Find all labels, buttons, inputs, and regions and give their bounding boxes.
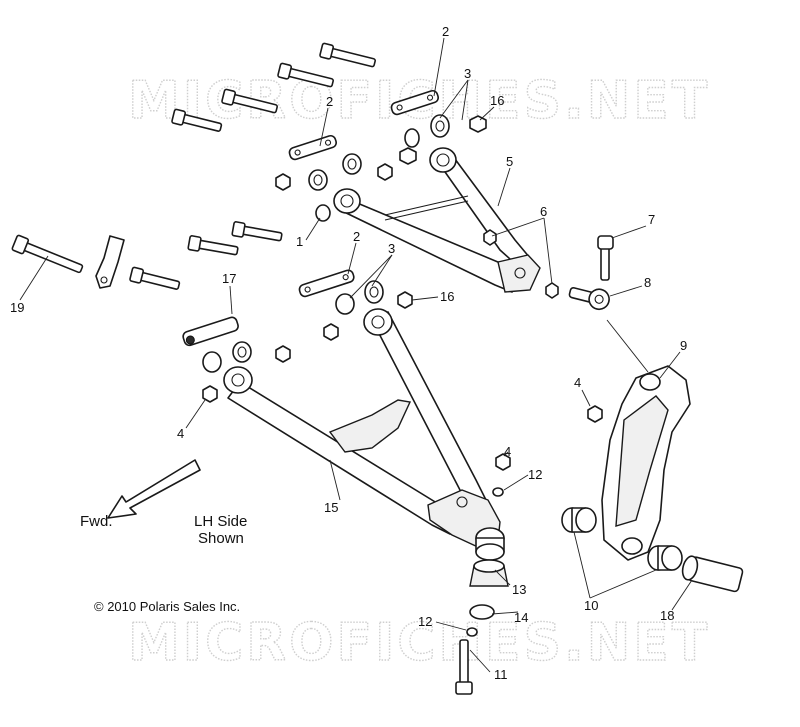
leader-lines [19, 37, 693, 673]
nut-6a [483, 229, 497, 246]
callout-16-lower: 16 [440, 289, 454, 304]
bolt-3 [221, 88, 278, 114]
callout-4-left: 4 [177, 426, 184, 441]
callout-4-knuckle: 4 [574, 375, 581, 390]
tie-rod-end-8 [568, 286, 610, 311]
side-label-line2: Shown [198, 530, 244, 547]
bolt-2 [277, 62, 334, 88]
ring-14 [469, 604, 495, 620]
nut-6b [545, 282, 559, 299]
callout-9: 9 [680, 338, 687, 353]
washer-12a [492, 487, 504, 497]
shim-2-mid [288, 134, 338, 161]
cap-1 [315, 204, 331, 222]
side-label-line1: LH Side [194, 513, 247, 530]
nut-4b [587, 405, 603, 423]
callout-19: 19 [10, 300, 24, 315]
shim-17 [182, 316, 239, 347]
callout-12-upper: 12 [528, 467, 542, 482]
callout-12-lower: 12 [418, 614, 432, 629]
bolt-7 [597, 235, 614, 281]
bolt-11 [455, 639, 473, 695]
shim-2-top [390, 89, 440, 116]
nut-4c [495, 453, 511, 471]
callout-2-top: 2 [442, 24, 449, 39]
shim-2-lower [298, 269, 355, 298]
callout-2-lower: 2 [353, 229, 360, 244]
callout-2-upper: 2 [326, 94, 333, 109]
fwd-label: Fwd. [80, 513, 113, 530]
steering-knuckle-9 [601, 365, 691, 561]
callout-7: 7 [648, 212, 655, 227]
watermark-bottom: MICROFICHES.NET [128, 613, 710, 673]
callout-18: 18 [660, 608, 674, 623]
callout-17: 17 [222, 271, 236, 286]
callout-10: 10 [584, 598, 598, 613]
bushings-lower [202, 280, 413, 403]
callout-numbers: 2 3 16 2 5 6 1 7 2 3 16 8 19 17 9 4 4 4 … [10, 24, 687, 682]
bolt-mid-b [187, 235, 239, 256]
callout-16-top: 16 [490, 93, 504, 108]
sleeve-18 [681, 555, 744, 593]
callout-13: 13 [512, 582, 526, 597]
bolt-19 [11, 234, 84, 274]
callout-14: 14 [514, 610, 528, 625]
bolt-group-upper [171, 42, 376, 132]
callout-3-top: 3 [464, 66, 471, 81]
bolt-mid-a [231, 221, 283, 242]
washer-12b [466, 627, 478, 637]
forward-arrow [107, 459, 201, 519]
callout-8: 8 [644, 275, 651, 290]
bolt-4 [171, 108, 223, 132]
bushings-upper [275, 114, 487, 191]
ball-joint-13 [469, 527, 509, 587]
bushing-10b [647, 545, 683, 571]
bracket-plate [95, 235, 125, 289]
callout-4-center: 4 [504, 444, 511, 459]
callout-1: 1 [296, 234, 303, 249]
bolt-1 [319, 42, 376, 68]
bolt-mid-c [129, 266, 181, 290]
callout-15: 15 [324, 500, 338, 515]
copyright-text: © 2010 Polaris Sales Inc. [94, 599, 240, 614]
callout-3-lower: 3 [388, 241, 395, 256]
upper-a-arm [333, 147, 541, 293]
callout-11: 11 [494, 667, 508, 682]
lower-a-arm [223, 308, 501, 549]
callout-6: 6 [540, 204, 547, 219]
callout-5: 5 [506, 154, 513, 169]
bushing-10a [561, 507, 597, 533]
